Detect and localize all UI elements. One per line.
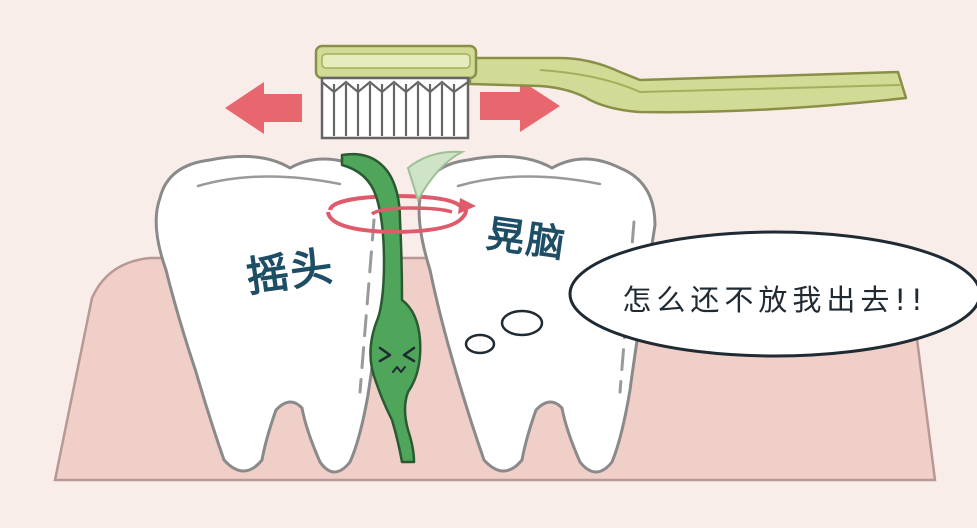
speech-bubble	[568, 230, 977, 358]
right-tooth-highlight	[456, 175, 602, 188]
label-sway-head: 晃脑	[483, 211, 570, 267]
left-tooth-highlight	[196, 175, 342, 188]
thought-circle-small	[464, 333, 496, 355]
speech-text: 怎么还不放我出去!!	[622, 283, 928, 317]
thought-circle-large	[500, 309, 544, 337]
rotation-icon	[326, 198, 476, 235]
left-tooth	[154, 154, 394, 474]
arrow-right-icon	[480, 80, 560, 132]
label-shake-head: 摇头	[243, 241, 338, 302]
toothbrush-icon	[314, 44, 908, 140]
arrow-left-icon	[225, 82, 302, 134]
left-tooth-shading	[358, 218, 376, 394]
germ-leaf	[406, 150, 466, 203]
